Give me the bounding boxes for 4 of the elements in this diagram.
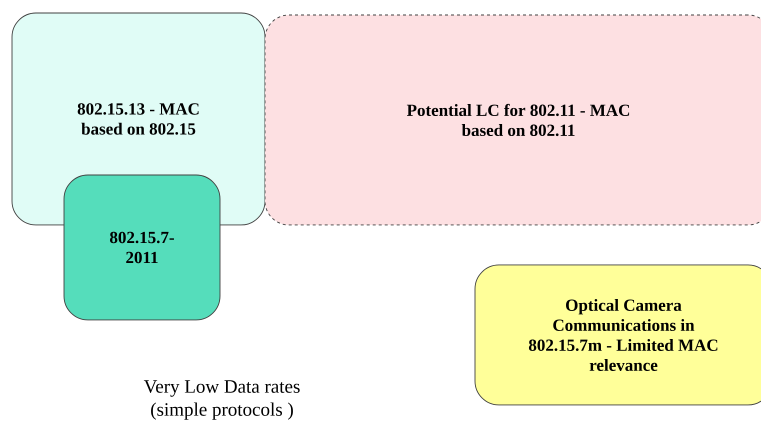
caption-text: Very Low Data rates (simple protocols ) [144,380,300,420]
standard-box: 802.15.7- 2011 [64,174,220,320]
standard-box: Optical Camera Communications in 802.15.7m - Limited MAC relevance [474,264,761,406]
standard-box: Potential LC for 802.11 - MAC based on 802.11 [264,14,761,226]
